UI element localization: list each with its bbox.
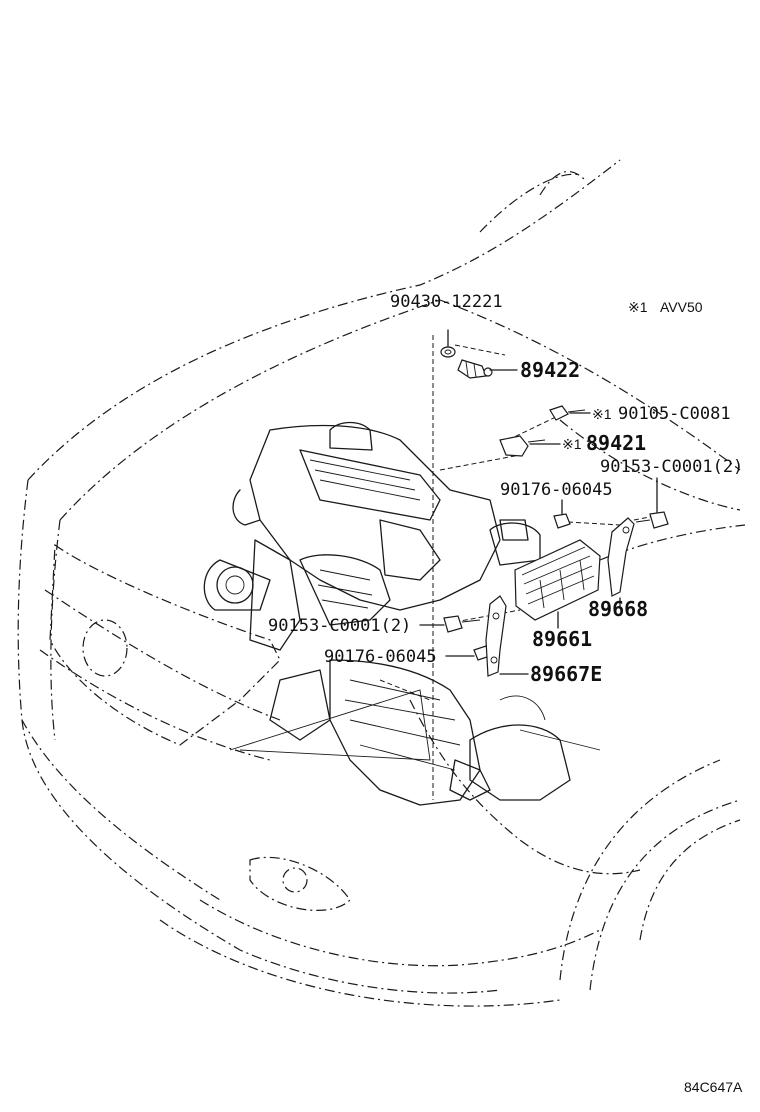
- note-text: AVV50: [660, 299, 703, 315]
- part-sensor-89422: [457, 359, 493, 379]
- label-p3: 90105-C0081: [618, 404, 731, 424]
- part-sensor-89421: [499, 435, 546, 457]
- part-bolt-90153-lower: [443, 615, 481, 633]
- label-p4-mark: ※1: [562, 436, 582, 452]
- label-p6: 90176-06045: [500, 480, 613, 500]
- note-mark: ※1: [628, 299, 648, 315]
- part-bolt-90105: [549, 405, 586, 421]
- part-nut-90176-upper: [553, 513, 571, 529]
- diagram-code: 84C647A: [684, 1079, 743, 1095]
- label-p9: 90153-C0001(2): [268, 616, 411, 636]
- label-p4: 89421: [586, 431, 646, 455]
- label-p7: 89668: [588, 597, 648, 621]
- label-p1: 90430-12221: [390, 292, 503, 312]
- engine-assembly: [203, 421, 571, 806]
- callout-labels: 90430-12221 89422 ※1 90105-C0081 ※1 8942…: [268, 292, 743, 686]
- label-p3-mark: ※1: [592, 406, 612, 422]
- label-p11: 89667E: [530, 662, 602, 686]
- applicability-note: ※1 AVV50: [628, 299, 703, 315]
- part-ecu-89661: [514, 539, 601, 621]
- part-bracket-89668: [607, 517, 635, 597]
- vehicle-body-outline: [17, 159, 746, 1007]
- label-p10: 90176-06045: [324, 647, 437, 667]
- part-bracket-89667e: [485, 595, 507, 677]
- part-bolt-90153-upper: [635, 511, 669, 529]
- label-p2: 89422: [520, 358, 580, 382]
- label-p8: 89661: [532, 627, 592, 651]
- part-washer-90430: [440, 346, 456, 358]
- leader-lines: [419, 329, 658, 675]
- label-p5: 90153-C0001(2): [600, 457, 743, 477]
